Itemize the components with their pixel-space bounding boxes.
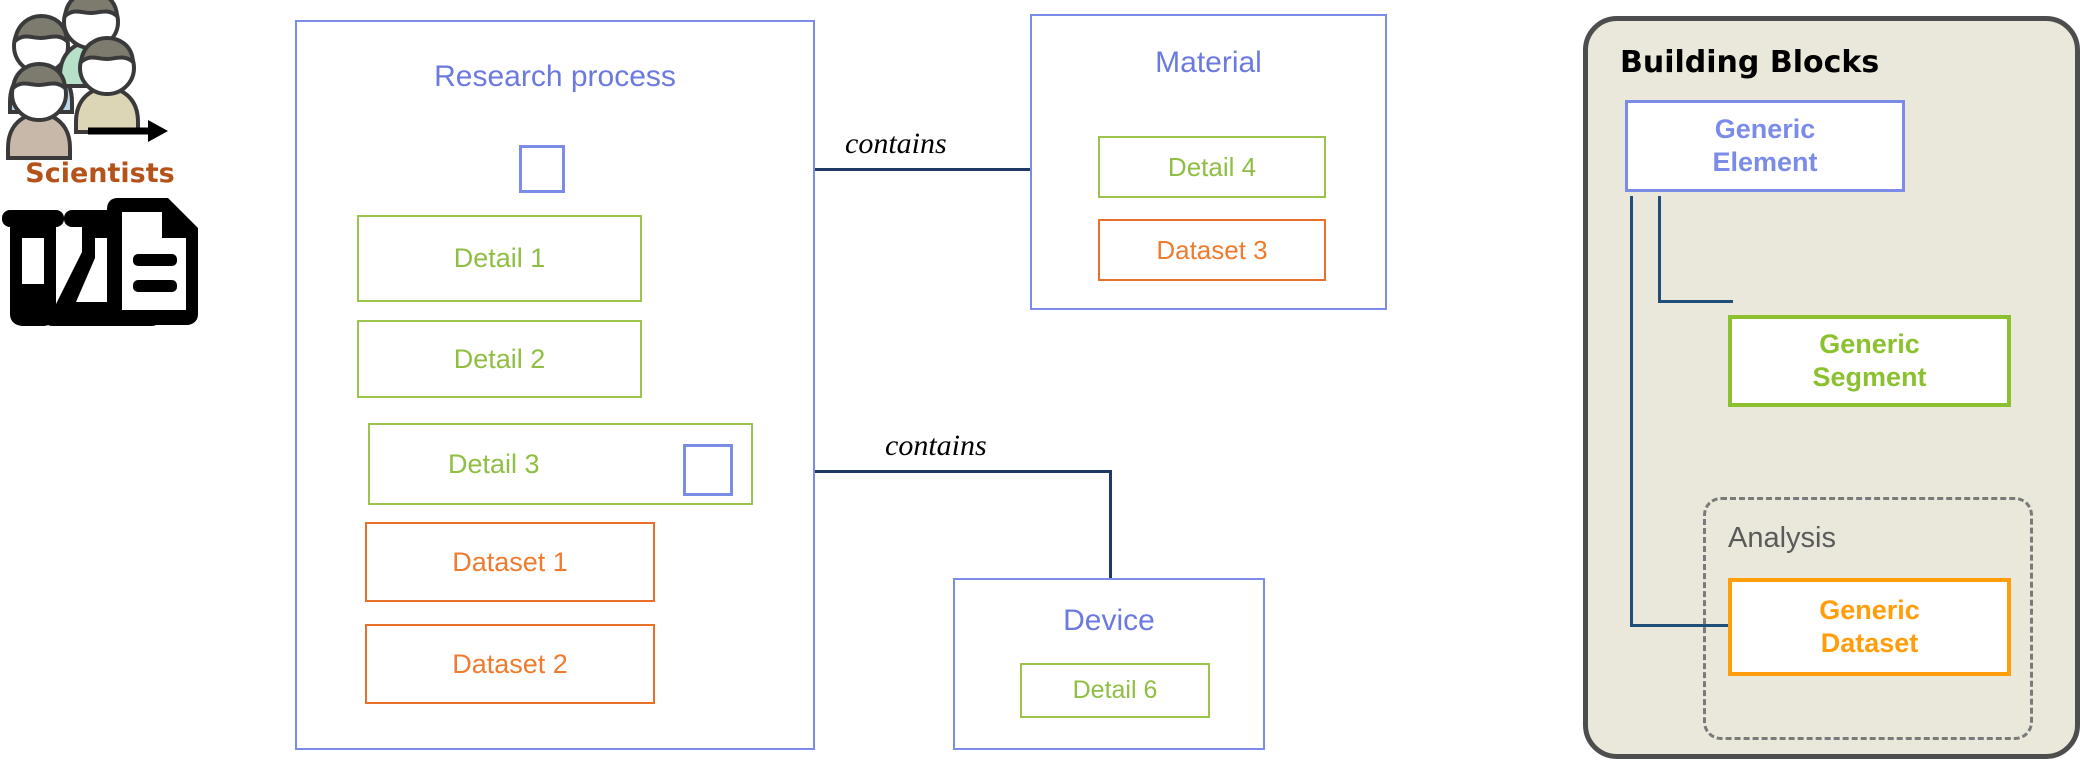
dataset-dataset3[interactable]: Dataset 3 [1098, 219, 1326, 281]
scientists-label: Scientists [25, 158, 175, 189]
entity-title-research-process: Research process [434, 60, 676, 93]
bb-generic-element-line2: Element [1712, 147, 1818, 177]
bb-analysis-group [1703, 497, 2033, 740]
building-blocks-title: Building Blocks [1620, 45, 1880, 80]
bb-analysis-label: Analysis [1728, 522, 1836, 554]
dataset-dataset1-label: Dataset 1 [452, 546, 568, 577]
segment-detail1[interactable]: Detail 1 [357, 215, 642, 302]
connector-label-contains-1: contains [845, 127, 947, 160]
bb-generic-dataset[interactable]: Generic Dataset [1728, 578, 2011, 676]
people-icon [0, 0, 210, 190]
entity-title-device: Device [1063, 604, 1155, 637]
bb-generic-element[interactable]: Generic Element [1625, 100, 1905, 192]
bb-generic-segment[interactable]: Generic Segment [1728, 315, 2011, 407]
bb-connector-element-to-segment-vertical [1658, 196, 1661, 302]
research-process-handle[interactable] [519, 145, 565, 193]
bb-generic-segment-line2: Segment [1812, 362, 1927, 392]
bb-generic-dataset-line2: Dataset [1820, 628, 1919, 658]
dataset-dataset1[interactable]: Dataset 1 [365, 522, 655, 602]
dataset-dataset2[interactable]: Dataset 2 [365, 624, 655, 704]
bb-generic-dataset-line1: Generic [1819, 595, 1920, 626]
segment-detail2[interactable]: Detail 2 [357, 320, 642, 398]
dataset-dataset3-label: Dataset 3 [1156, 234, 1268, 265]
segment-detail1-label: Detail 1 [453, 243, 546, 273]
entity-title-material: Material [1155, 46, 1262, 79]
segment-detail4[interactable]: Detail 4 [1098, 136, 1326, 198]
segment-detail2-label: Detail 2 [453, 343, 546, 374]
bb-generic-element-line1: Generic [1714, 114, 1816, 145]
segment-detail6[interactable]: Detail 6 [1020, 663, 1210, 718]
connector-line-detail3-to-device-vertical [1109, 470, 1112, 580]
bb-connector-element-to-dataset-horizontal [1630, 624, 1730, 627]
bb-connector-element-to-segment-horizontal [1658, 300, 1733, 303]
right-arrow-icon [88, 120, 168, 142]
bb-connector-element-to-dataset-vertical [1630, 196, 1633, 626]
segment-detail4-label: Detail 4 [1167, 151, 1257, 182]
bb-generic-segment-line1: Generic [1819, 329, 1920, 360]
detail3-handle[interactable] [683, 444, 733, 496]
connector-line-detail3-to-device-horizontal [712, 470, 1112, 473]
dataset-dataset2-label: Dataset 2 [452, 648, 568, 679]
segment-detail3-label: Detail 3 [448, 448, 540, 479]
segment-detail6-label: Detail 6 [1072, 676, 1158, 704]
connector-label-contains-2: contains [885, 429, 987, 462]
lab-equipment-icon [0, 196, 200, 326]
